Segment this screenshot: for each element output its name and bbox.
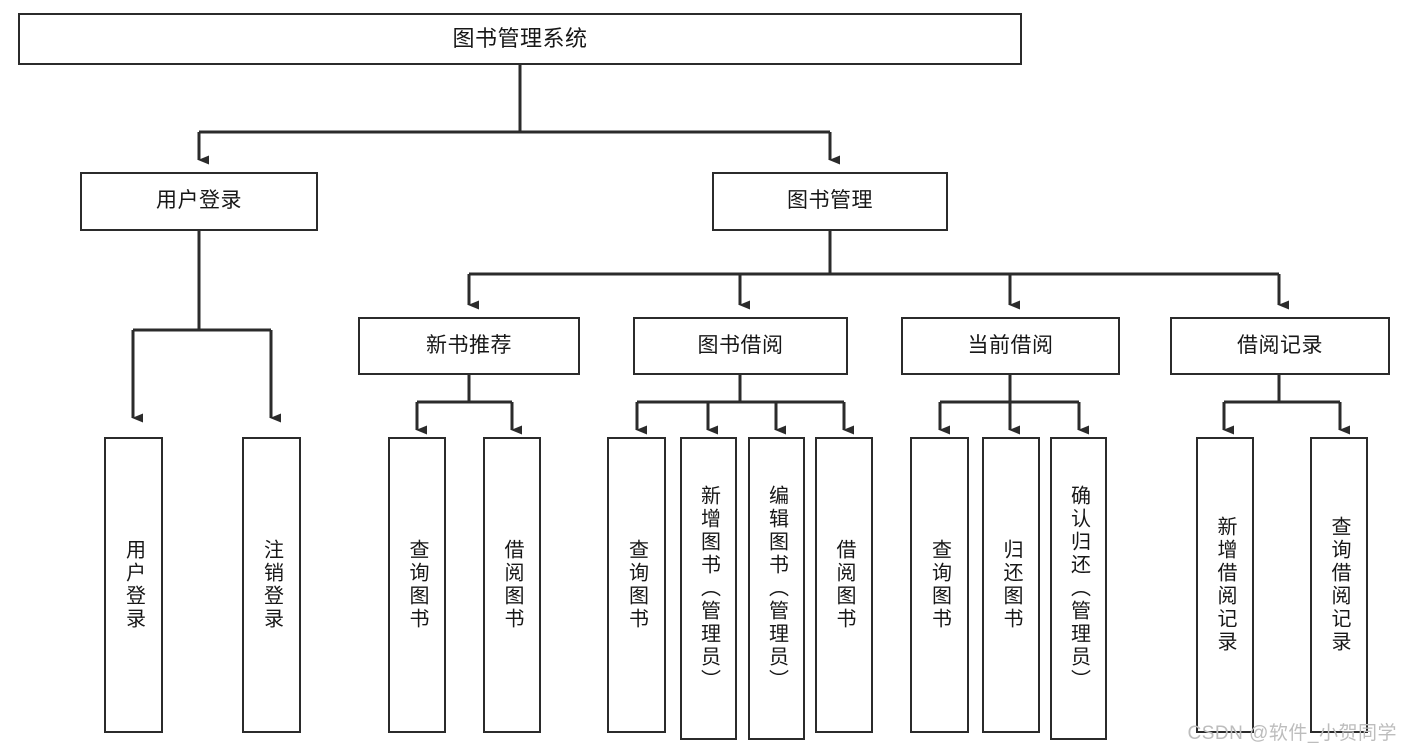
leaf-confirm-return-label: 确认归还（管理员）	[1067, 485, 1090, 692]
leaf-edit-book-label: 编辑图书（管理员）	[765, 485, 788, 692]
node-user-login[interactable]: 用户登录	[80, 172, 318, 231]
node-user-login-label: 用户登录	[156, 189, 242, 213]
leaf-confirm-return-wrap: 确认归还（管理员）	[1067, 439, 1090, 738]
leaf-edit-book[interactable]: 编辑图书（管理员）	[748, 437, 805, 740]
leaf-borrow-book-1[interactable]: 借阅图书	[483, 437, 541, 733]
leaf-return-book[interactable]: 归还图书	[982, 437, 1040, 733]
leaf-borrow-book-1-label: 借阅图书	[501, 539, 523, 631]
leaf-query-book-2-wrap: 查询图书	[625, 439, 648, 731]
leaf-return-book-wrap: 归还图书	[1000, 439, 1022, 731]
leaf-query-record-label: 查询借阅记录	[1328, 516, 1350, 654]
node-new-book-recommend[interactable]: 新书推荐	[358, 317, 580, 375]
leaf-query-record-wrap: 查询借阅记录	[1328, 439, 1350, 731]
leaf-user-login[interactable]: 用户登录	[104, 437, 163, 733]
leaf-user-login-wrap: 用户登录	[122, 439, 145, 731]
node-root[interactable]: 图书管理系统	[18, 13, 1022, 65]
leaf-borrow-book-2-label: 借阅图书	[833, 539, 855, 631]
leaf-borrow-book-2[interactable]: 借阅图书	[815, 437, 873, 733]
node-book-borrow[interactable]: 图书借阅	[633, 317, 848, 375]
leaf-edit-book-wrap: 编辑图书（管理员）	[765, 439, 788, 738]
leaf-user-login-label: 用户登录	[122, 539, 145, 631]
leaf-add-book[interactable]: 新增图书（管理员）	[680, 437, 737, 740]
leaf-query-book-3-wrap: 查询图书	[928, 439, 951, 731]
leaf-return-book-label: 归还图书	[1000, 539, 1022, 631]
leaf-add-book-label: 新增图书（管理员）	[697, 485, 720, 692]
node-book-borrow-label: 图书借阅	[697, 333, 784, 357]
node-current-borrow[interactable]: 当前借阅	[901, 317, 1120, 375]
leaf-borrow-book-1-wrap: 借阅图书	[501, 439, 523, 731]
leaf-add-book-wrap: 新增图书（管理员）	[697, 439, 720, 738]
leaf-logout[interactable]: 注销登录	[242, 437, 301, 733]
leaf-logout-label: 注销登录	[260, 539, 283, 631]
node-current-borrow-label: 当前借阅	[967, 333, 1054, 357]
leaf-query-book-1[interactable]: 查询图书	[388, 437, 446, 733]
node-borrow-record-label: 借阅记录	[1237, 333, 1323, 357]
leaf-query-book-3-label: 查询图书	[928, 539, 951, 631]
leaf-query-book-2[interactable]: 查询图书	[607, 437, 666, 733]
leaf-confirm-return[interactable]: 确认归还（管理员）	[1050, 437, 1107, 740]
leaf-add-record[interactable]: 新增借阅记录	[1196, 437, 1254, 733]
leaf-query-book-1-label: 查询图书	[406, 539, 428, 631]
leaf-query-book-2-label: 查询图书	[625, 539, 648, 631]
leaf-add-record-label: 新增借阅记录	[1214, 516, 1236, 654]
leaf-borrow-book-2-wrap: 借阅图书	[833, 439, 855, 731]
node-new-book-recommend-label: 新书推荐	[426, 333, 512, 357]
leaf-query-record[interactable]: 查询借阅记录	[1310, 437, 1368, 733]
node-book-management-label: 图书管理	[787, 189, 873, 213]
leaf-query-book-3[interactable]: 查询图书	[910, 437, 969, 733]
node-root-label: 图书管理系统	[452, 26, 588, 52]
node-book-management[interactable]: 图书管理	[712, 172, 948, 231]
leaf-query-book-1-wrap: 查询图书	[406, 439, 428, 731]
node-borrow-record[interactable]: 借阅记录	[1170, 317, 1390, 375]
watermark: CSDN @软件_小贺同学	[1187, 723, 1397, 744]
leaf-logout-wrap: 注销登录	[260, 439, 283, 731]
leaf-add-record-wrap: 新增借阅记录	[1214, 439, 1236, 731]
